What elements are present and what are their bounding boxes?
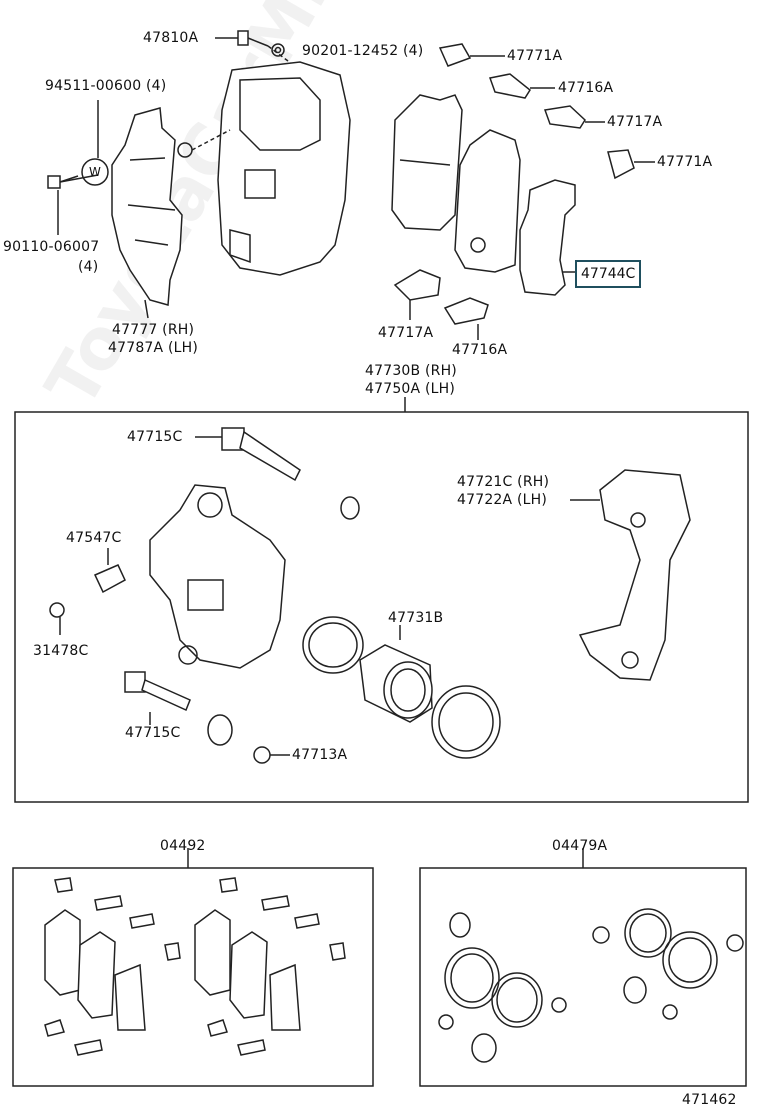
label-47717A-top: 47717A [607,114,663,130]
bleeder-plug-47547C [93,548,126,594]
label-47787A-lh: 47787A (LH) [108,340,199,356]
label-90110-qty: (4) [78,259,99,275]
guide-pin-47715C-top [195,427,301,482]
clip-47716A-bottom [443,297,489,325]
pad-kit-parts [44,877,346,1056]
pad-kit-box [12,867,374,1087]
label-47721C-rh: 47721C (RH) [457,474,550,490]
label-47730B-rh: 47730B (RH) [365,363,457,379]
label-47715C-bottom: 47715C [125,725,181,741]
washer-90201 [271,43,285,57]
label-94511-00600: 94511-00600 (4) [45,78,167,94]
mounting-bracket-47721C [570,469,691,681]
w-symbol: W [88,165,102,179]
bolt-47810A [215,30,301,71]
clip-47717A-bottom [393,269,441,301]
label-47713A: 47713A [292,747,348,763]
label-471462: 471462 [682,1092,737,1108]
label-47717A-bottom: 47717A [378,325,434,341]
seal-kit-parts [438,908,744,1063]
label-47547C: 47547C [66,530,122,546]
label-47777-rh: 47777 (RH) [112,322,195,338]
caliper-assembly-box [14,411,749,803]
anti-squeal-shim-47744C [519,179,576,296]
bushing-47713A [253,746,290,764]
label-04492: 04492 [160,838,206,854]
label-47744C-highlighted: 47744C [575,260,642,288]
label-47771A-top: 47771A [507,48,563,64]
label-47810A: 47810A [143,30,199,46]
caliper-body-top [177,61,351,276]
piston-47731B [359,625,433,723]
label-31478C: 31478C [33,643,89,659]
guide-pin-47715C-bottom [124,671,191,725]
cylinder-boot [431,685,501,759]
bolt-90110 [47,175,79,189]
clip-47771A-top [438,43,472,67]
label-90110-06007: 90110-06007 [3,239,100,255]
label-47716A-top: 47716A [558,80,614,96]
clip-47716A-top [489,73,531,99]
seal-kit-box [419,867,747,1087]
bleeder-cap-31478C [49,602,65,635]
label-04479A: 04479A [552,838,608,854]
clip-47717A-top [543,105,586,129]
label-47716A-bottom: 47716A [452,342,508,358]
label-90201-12452: 90201-12452 (4) [302,43,424,59]
label-47722A-lh: 47722A (LH) [457,492,548,508]
label-47771A-2: 47771A [657,154,713,170]
label-47750A-lh: 47750A (LH) [365,381,456,397]
caliper-cylinder [149,484,286,669]
label-47715C-top: 47715C [127,429,183,445]
clip-47771A-2 [607,149,635,180]
label-47731B: 47731B [388,610,444,626]
piston-seal [302,616,364,674]
boot-pin [207,496,360,746]
brake-pad-outer-top [391,94,463,231]
brake-pad-inner-top [454,129,521,273]
